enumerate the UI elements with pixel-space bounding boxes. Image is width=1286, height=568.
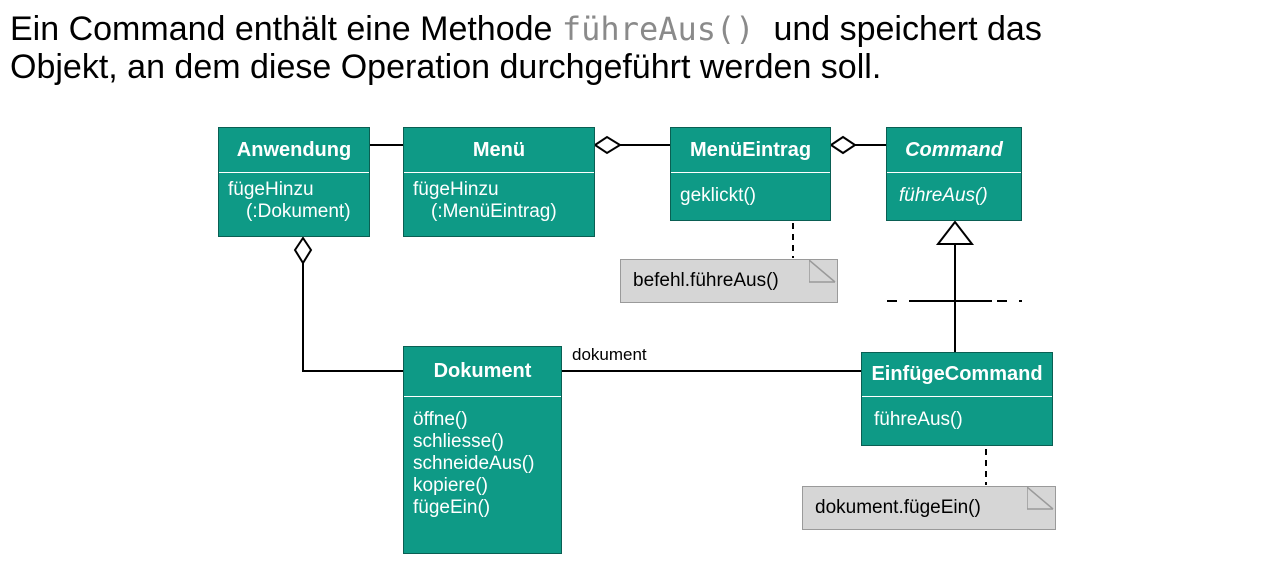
intro-before: Ein Command enthält eine Methode (10, 10, 562, 48)
intro-line-1: Ein Command enthält eine Methode führeAu… (10, 10, 1042, 48)
note-fold-icon (809, 260, 836, 283)
association-label-dokument: dokument (572, 345, 647, 364)
class-operations: fügeHinzu (:MenüEintrag) (404, 173, 594, 223)
operation: kopiere() (413, 475, 488, 496)
note-befehl: befehl.führeAus() (620, 259, 838, 303)
generalization-triangle (935, 220, 975, 245)
operation: geklickt() (680, 185, 757, 206)
operation: schneideAus() (413, 453, 535, 474)
intro-after: und speichert das (754, 10, 1042, 48)
class-operations: führeAus() (887, 173, 1021, 207)
class-menueeintrag: MenüEintrag geklickt() (670, 127, 831, 221)
intro-line-2: Objekt, an dem diese Operation durchgefü… (10, 48, 882, 86)
class-name: Dokument (404, 347, 561, 397)
note-fold-icon (1027, 487, 1054, 510)
note-text: befehl.führeAus() (633, 270, 779, 291)
class-dokument: Dokument öffne() schliesse() schneideAus… (403, 346, 562, 554)
class-operations: öffne() schliesse() schneideAus() kopier… (404, 397, 561, 519)
class-name: MenüEintrag (671, 128, 830, 173)
aggregation-diamond-menueeintrag (829, 135, 857, 155)
aggregation-diamond-anwendung (293, 236, 313, 265)
operation: (:MenüEintrag) (431, 201, 557, 222)
intro-text: Ein Command enthält eine Methode führeAu… (10, 10, 1042, 86)
operation: führeAus() (874, 409, 963, 430)
class-operations: führeAus() (862, 397, 1052, 431)
note-text: dokument.fügeEin() (815, 497, 981, 518)
class-name: EinfügeCommand (862, 353, 1052, 397)
aggregation-anwendung-dokument (302, 263, 403, 372)
class-name: Command (887, 128, 1021, 173)
class-command: Command führeAus() (886, 127, 1022, 221)
operation: fügeEin() (413, 497, 491, 518)
operation: fügeHinzu (413, 179, 499, 200)
class-menue: Menü fügeHinzu (:MenüEintrag) (403, 127, 595, 237)
class-operations: fügeHinzu (:Dokument) (219, 173, 369, 223)
class-name: Menü (404, 128, 594, 173)
class-name: Anwendung (219, 128, 369, 173)
class-operations: geklickt() (671, 173, 830, 207)
operation: führeAus() (899, 185, 988, 206)
aggregation-diamond-menue (593, 135, 622, 155)
operation: öffne() (413, 409, 468, 430)
operation: schliesse() (413, 431, 504, 452)
class-einfuegecommand: EinfügeCommand führeAus() (861, 352, 1053, 446)
intro-code: führeAus() (561, 10, 755, 48)
note-dokument: dokument.fügeEin() (802, 486, 1056, 530)
operation: (:Dokument) (246, 201, 351, 222)
class-anwendung: Anwendung fügeHinzu (:Dokument) (218, 127, 370, 237)
operation: fügeHinzu (228, 179, 314, 200)
